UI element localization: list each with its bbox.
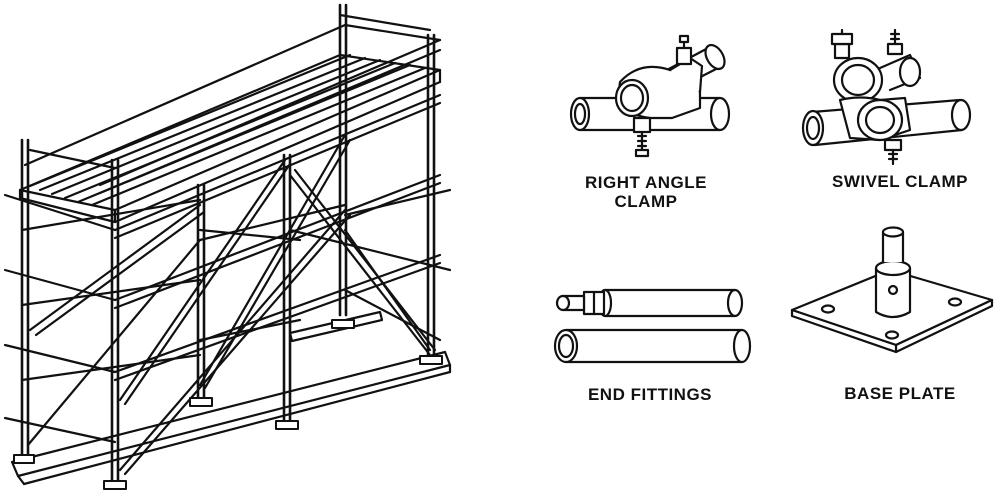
- horizontal-ledgers: [3, 93, 452, 444]
- right-angle-clamp-label: RIGHT ANGLE CLAMP: [556, 173, 736, 211]
- guard-rails: [23, 13, 442, 195]
- diagonal-braces: [26, 133, 437, 476]
- vertical-standards: [20, 3, 436, 490]
- base-plate-icon: [790, 226, 994, 354]
- end-fittings-icon: [553, 288, 752, 364]
- swivel-clamp-icon: [801, 28, 972, 166]
- right-angle-clamp-label-line1: RIGHT ANGLE: [585, 173, 707, 192]
- right-angle-clamp-label-line2: CLAMP: [614, 192, 678, 211]
- standard-base-plates: [13, 319, 443, 490]
- base-plate-label: BASE PLATE: [844, 384, 956, 403]
- right-angle-clamp-icon: [569, 34, 731, 158]
- scaffold-frame-icon: [3, 3, 452, 490]
- swivel-clamp-label: SWIVEL CLAMP: [831, 172, 969, 191]
- end-fittings-label: END FITTINGS: [587, 385, 713, 404]
